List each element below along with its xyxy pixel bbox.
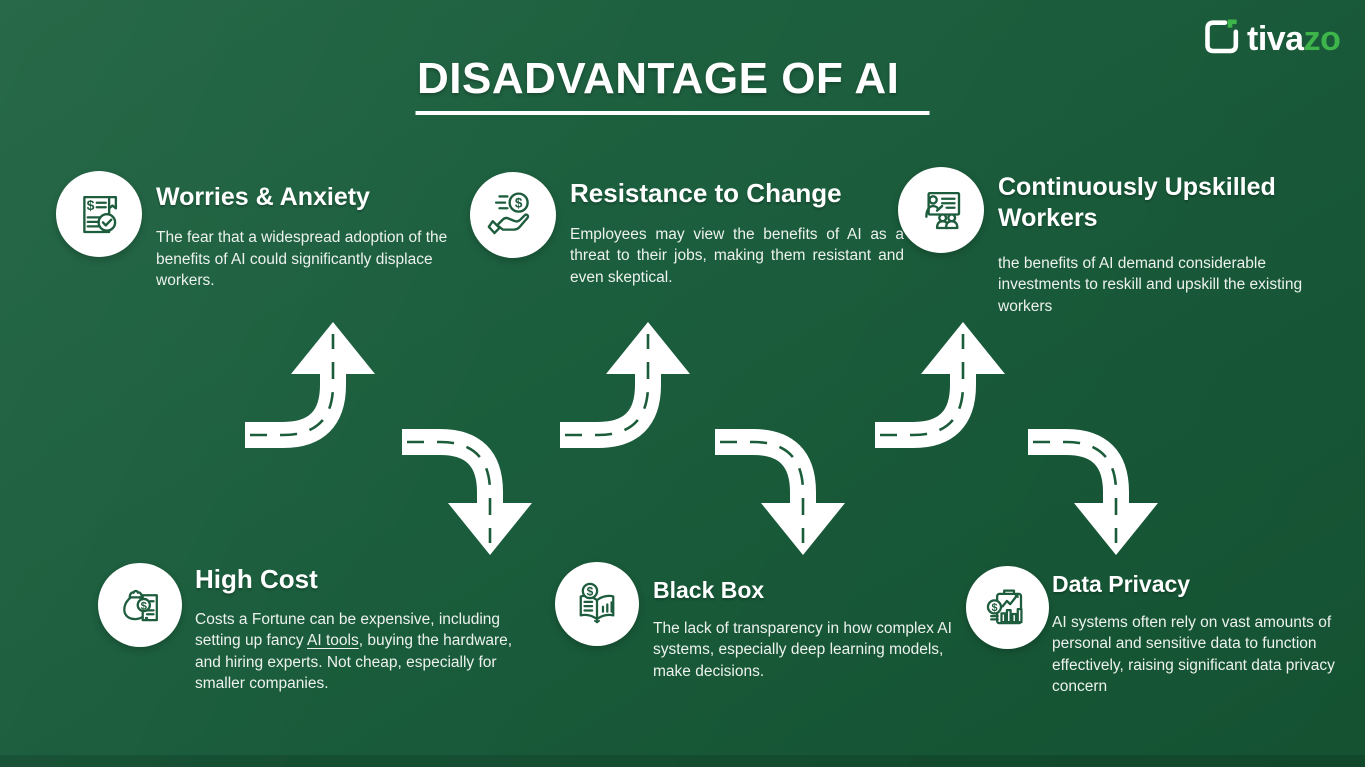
high-cost-body-prefix: Costs a Fortune can be expensive, includ… <box>195 610 501 650</box>
high-cost-body-suffix: , buying the hardware, and hiring expert… <box>195 632 513 692</box>
resistance-to-change-title: Resistance to Change <box>570 178 842 208</box>
high-cost-icon-circle: $ <box>98 563 182 647</box>
road-arrow-down-icon <box>400 427 534 561</box>
svg-text:$: $ <box>587 584 594 598</box>
svg-text:$: $ <box>87 197 95 213</box>
svg-text:$: $ <box>515 195 523 210</box>
clipboard-analytics-icon: $ <box>986 589 1023 624</box>
worries-anxiety-text: Worries & Anxiety The fear that a widesp… <box>156 182 468 292</box>
page-title: DISADVANTAGE OF AI <box>415 54 930 115</box>
document-dollar-check-icon: $ <box>83 195 118 234</box>
money-bag-receipt-icon: $ <box>123 589 158 622</box>
worries-anxiety-body: The fear that a widespread adoption of t… <box>156 229 448 290</box>
svg-text:$: $ <box>141 600 148 612</box>
svg-text:$: $ <box>991 601 997 613</box>
road-arrow-up-icon <box>558 316 692 450</box>
resistance-to-change-icon-circle: $ <box>470 172 556 258</box>
brand-name-accent: zo <box>1303 19 1341 58</box>
black-box-text: Black Box The lack of transparency in ho… <box>653 576 959 682</box>
upskilled-workers-text: Continuously Upskilled Workers the benef… <box>998 172 1328 317</box>
worries-anxiety-title: Worries & Anxiety <box>156 183 370 211</box>
resistance-to-change-text: Resistance to Change Employees may view … <box>570 177 910 288</box>
hand-receiving-coin-icon: $ <box>487 192 530 235</box>
data-privacy-text: Data Privacy AI systems often rely on va… <box>1052 570 1360 698</box>
brand-wordmark: tivazo <box>1247 17 1341 61</box>
road-arrow-up-icon <box>243 316 377 450</box>
ai-tools-link: AI tools <box>307 632 359 649</box>
black-box-body: The lack of transparency in how complex … <box>653 619 952 680</box>
data-privacy-icon-circle: $ <box>966 566 1049 649</box>
road-arrow-down-icon <box>713 427 847 561</box>
open-book-chart-icon: $ <box>579 582 615 624</box>
road-arrow-up-icon <box>873 316 1007 450</box>
high-cost-body: Costs a Fortune can be expensive, includ… <box>195 609 531 695</box>
data-privacy-body: AI systems often rely on vast amounts of… <box>1052 613 1335 696</box>
training-presentation-icon <box>925 191 961 230</box>
upskilled-workers-title: Continuously Upskilled Workers <box>998 173 1276 233</box>
black-box-title: Black Box <box>653 577 765 603</box>
upskilled-workers-body: the benefits of AI demand considerable i… <box>998 254 1303 315</box>
brand-logo: tivazo <box>1200 14 1341 63</box>
resistance-to-change-body: Employees may view the benefits of AI as… <box>570 225 904 286</box>
brand-name-primary: tiva <box>1247 19 1304 58</box>
data-privacy-title: Data Privacy <box>1052 571 1191 597</box>
black-box-icon-circle: $ <box>555 562 639 646</box>
high-cost-text: High Cost Costs a Fortune can be expensi… <box>195 563 535 695</box>
high-cost-title: High Cost <box>195 564 318 594</box>
worries-anxiety-icon-circle: $ <box>56 171 142 257</box>
brand-logo-icon <box>1200 14 1240 63</box>
road-arrow-down-icon <box>1026 427 1160 561</box>
upskilled-workers-icon-circle <box>898 167 984 253</box>
